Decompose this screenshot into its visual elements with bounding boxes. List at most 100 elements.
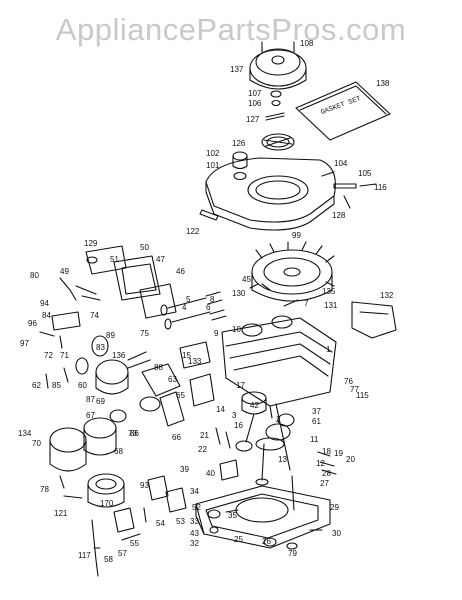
part-label-55: 55 <box>130 539 139 548</box>
part-label-53: 53 <box>176 517 185 526</box>
part-label-117: 117 <box>78 551 91 560</box>
part-label-71: 71 <box>60 351 69 360</box>
part-label-20: 20 <box>346 455 355 464</box>
part-label-39: 39 <box>180 465 189 474</box>
shroud-bracket <box>199 209 219 221</box>
part-label-28: 28 <box>322 469 331 478</box>
sump-bolts <box>207 509 239 534</box>
part-label-72: 72 <box>44 351 53 360</box>
part-label-116: 116 <box>374 183 387 192</box>
part-label-13: 13 <box>278 455 287 464</box>
part-label-35: 35 <box>228 511 237 520</box>
part-label-21: 21 <box>200 431 209 440</box>
part-label-9: 9 <box>214 329 219 338</box>
part-label-101: 101 <box>206 161 220 170</box>
part-label-127: 127 <box>246 115 260 124</box>
part-label-132: 132 <box>380 291 394 300</box>
part-label-19: 19 <box>334 449 343 458</box>
part-label-3: 3 <box>232 411 237 420</box>
cylinder-block <box>221 315 337 419</box>
part-label-61: 61 <box>312 417 321 426</box>
part-label-67: 67 <box>86 411 95 420</box>
part-label-54: 54 <box>156 519 165 528</box>
part-label-134: 134 <box>18 429 32 438</box>
part-label-79: 79 <box>288 549 297 558</box>
part-label-62: 62 <box>32 381 41 390</box>
breather <box>179 341 215 407</box>
part-label-131: 131 <box>324 301 338 310</box>
part-label-105: 105 <box>358 169 372 178</box>
piston-assembly <box>235 391 267 452</box>
part-label-10: 10 <box>232 325 241 334</box>
dipstick <box>91 519 101 577</box>
part-label-63: 63 <box>168 375 177 384</box>
part-label-43: 43 <box>190 529 199 538</box>
part-label-68: 68 <box>114 447 123 456</box>
control-bracket <box>39 311 81 349</box>
part-label-40: 40 <box>206 469 215 478</box>
part-label-17: 17 <box>236 381 245 390</box>
flywheel <box>249 241 335 302</box>
oil-seal-hardware <box>317 451 337 475</box>
part-label-65: 65 <box>176 391 185 400</box>
part-label-47: 47 <box>156 255 165 264</box>
intake-manifold <box>139 363 185 427</box>
cover-plate <box>113 255 161 301</box>
part-label-80: 80 <box>30 271 39 280</box>
part-label-102: 102 <box>206 149 220 158</box>
part-label-2: 2 <box>276 415 281 424</box>
part-label-122: 122 <box>186 227 200 236</box>
part-label-5: 5 <box>186 295 191 304</box>
part-label-46: 46 <box>176 267 185 276</box>
part-label-128: 128 <box>332 211 346 220</box>
part-label-104: 104 <box>334 159 348 168</box>
part-label-99: 99 <box>292 231 301 240</box>
part-label-106: 106 <box>248 99 262 108</box>
part-label-27: 27 <box>320 479 329 488</box>
blower-housing <box>205 157 336 231</box>
part-label-137: 137 <box>230 65 244 74</box>
part-label-22: 22 <box>198 445 207 454</box>
flywheel-key <box>261 283 271 291</box>
part-label-66: 66 <box>172 433 181 442</box>
part-label-49: 49 <box>60 267 69 276</box>
part-label-37: 37 <box>312 407 321 416</box>
camshaft <box>255 437 285 486</box>
part-label-83: 83 <box>96 343 105 352</box>
part-label-25: 25 <box>234 535 243 544</box>
starter-hardware <box>265 90 285 121</box>
part-label-170: 170 <box>100 499 114 508</box>
rotating-screen <box>261 133 295 151</box>
part-label-45: 45 <box>242 275 251 284</box>
part-label-75: 75 <box>140 329 149 338</box>
starter-cup <box>232 151 248 170</box>
part-label-33: 33 <box>190 517 199 526</box>
tappets <box>215 427 239 481</box>
deflector-screw <box>63 495 83 499</box>
part-label-7: 7 <box>304 299 309 308</box>
part-label-107: 107 <box>248 89 262 98</box>
part-label-135: 135 <box>322 287 336 296</box>
part-label-18: 18 <box>322 447 331 456</box>
part-label-130: 130 <box>232 289 246 298</box>
muffler-deflector <box>87 473 125 508</box>
part-label-4: 4 <box>182 303 187 312</box>
part-label-93: 93 <box>140 481 149 490</box>
part-label-89: 89 <box>106 331 115 340</box>
part-label-12: 12 <box>316 459 325 468</box>
part-label-51: 51 <box>110 255 119 264</box>
part-label-138: 138 <box>376 79 390 88</box>
carburetor-screws <box>45 367 69 389</box>
part-label-42: 42 <box>250 401 259 410</box>
part-label-74: 74 <box>90 311 99 320</box>
part-label-15: 15 <box>182 351 191 360</box>
part-label-96: 96 <box>28 319 37 328</box>
part-label-1: 1 <box>326 345 331 354</box>
part-label-88: 88 <box>154 363 163 372</box>
recoil-starter-housing <box>249 41 307 90</box>
part-label-87: 87 <box>86 395 95 404</box>
part-label-50: 50 <box>140 243 149 252</box>
part-label-6: 6 <box>206 303 211 312</box>
part-label-30: 30 <box>332 529 341 538</box>
